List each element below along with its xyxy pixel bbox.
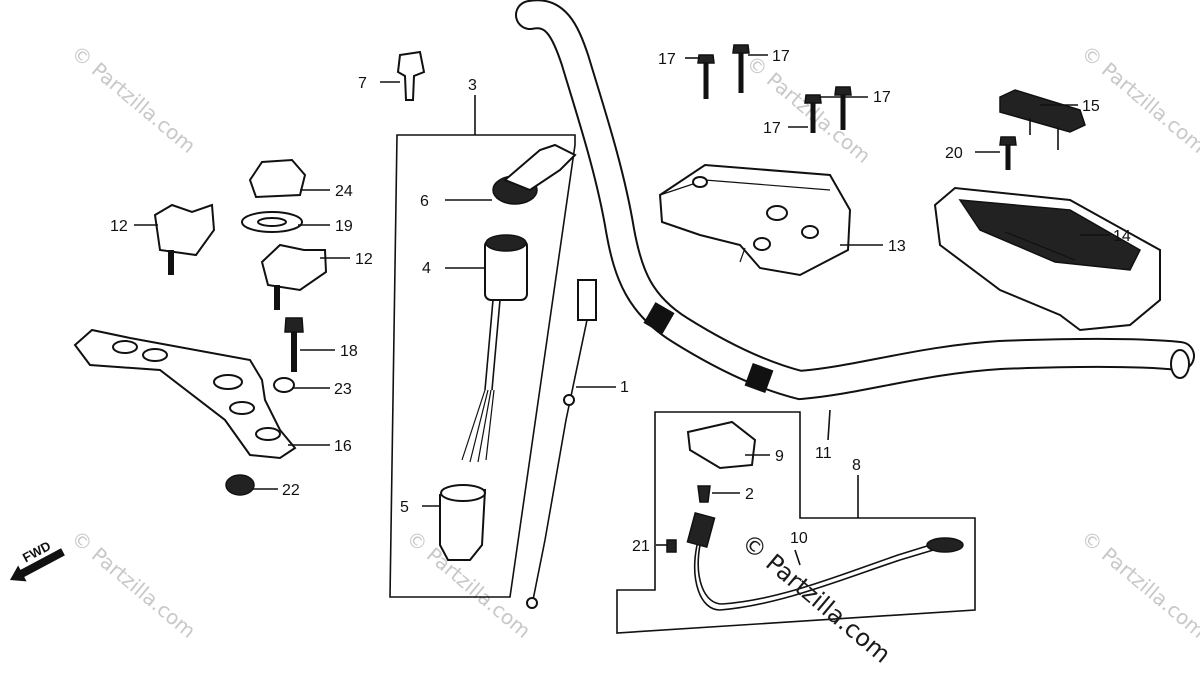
handlebar-cover-14 — [933, 186, 1161, 332]
callout-20: 20 — [945, 145, 963, 162]
callout-17d: 17 — [763, 120, 781, 137]
callout-8: 8 — [852, 457, 861, 474]
callout-14: 14 — [1113, 228, 1131, 245]
callout-17a: 17 — [658, 51, 676, 68]
callout-12a: 12 — [110, 218, 128, 235]
watermark-4: © Partzilla.com — [67, 525, 201, 643]
callout-6: 6 — [420, 193, 429, 210]
callout-23: 23 — [334, 381, 352, 398]
watermark-6: © Partzilla.com — [1077, 525, 1200, 643]
indicator-15 — [999, 89, 1086, 150]
fwd-arrow-icon — [10, 548, 65, 582]
callout-18: 18 — [340, 343, 358, 360]
callout-24: 24 — [335, 183, 353, 200]
handlebar — [515, 0, 1195, 401]
callout-4: 4 — [422, 260, 431, 277]
watermark-1: © Partzilla.com — [67, 40, 201, 158]
fwd-indicator: FWD — [10, 538, 65, 582]
watermark-2: © Partzilla.com — [742, 50, 876, 168]
callout-17c: 17 — [873, 89, 891, 106]
switch-group-8 — [616, 411, 976, 634]
callout-9: 9 — [775, 448, 784, 465]
upper-holder-13 — [658, 163, 852, 277]
callout-17b: 17 — [772, 48, 790, 65]
leader-lines — [134, 54, 1110, 566]
callout-13: 13 — [888, 238, 906, 255]
callout-10: 10 — [790, 530, 808, 547]
callout-5: 5 — [400, 499, 409, 516]
callout-11: 11 — [815, 445, 832, 462]
callout-19: 19 — [335, 218, 353, 235]
bolts-17 — [697, 44, 1017, 170]
ignition-group-3 — [389, 50, 577, 598]
callout-3: 3 — [468, 77, 477, 94]
callout-12b: 12 — [355, 251, 373, 268]
callout-labels: 3 7 6 4 5 1 17 17 17 17 20 15 13 14 24 1… — [110, 48, 1131, 555]
callout-16: 16 — [334, 438, 352, 455]
callout-15: 15 — [1082, 98, 1100, 115]
callout-22: 22 — [282, 482, 300, 499]
cable-1 — [526, 279, 597, 609]
callout-21: 21 — [632, 538, 650, 555]
left-parts — [73, 158, 328, 496]
callout-1: 1 — [620, 379, 629, 396]
callout-2: 2 — [745, 486, 754, 503]
callout-7: 7 — [358, 75, 367, 92]
